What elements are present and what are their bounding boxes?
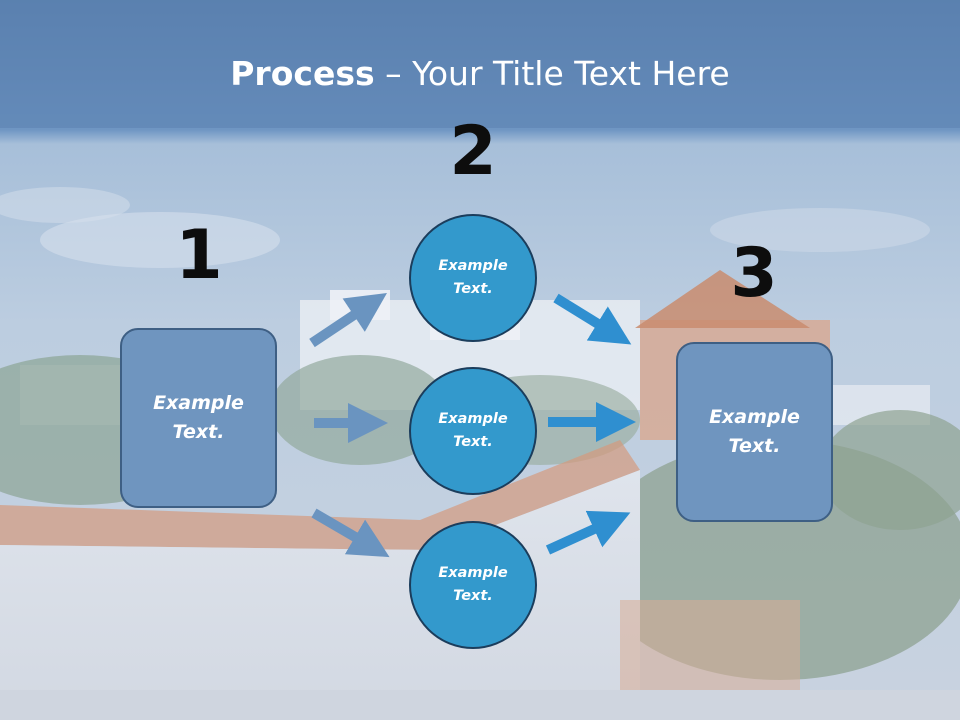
arrow-1-to-2a bbox=[309, 293, 387, 348]
step-number-2: 2 bbox=[449, 112, 497, 191]
step-2-circle-bottom: Example Text. bbox=[409, 521, 537, 649]
step-number-1: 1 bbox=[175, 216, 223, 295]
title-bold: Process bbox=[230, 54, 375, 93]
step-3-box: Example Text. bbox=[676, 342, 833, 522]
arrow-2a-to-3 bbox=[553, 293, 632, 345]
step-1-text: Example Text. bbox=[153, 392, 244, 443]
step-1-box: Example Text. bbox=[120, 328, 277, 508]
circle-middle-text: Example Text. bbox=[438, 411, 508, 450]
slide-title: Process – Your Title Text Here bbox=[0, 52, 960, 96]
step-number-3: 3 bbox=[730, 234, 778, 313]
title-rest: – Your Title Text Here bbox=[374, 54, 730, 93]
arrow-1-to-2c bbox=[311, 508, 390, 558]
step-2-circle-middle: Example Text. bbox=[409, 367, 537, 495]
circle-top-text: Example Text. bbox=[438, 258, 508, 297]
arrow-2c-to-3 bbox=[545, 510, 631, 555]
step-3-text: Example Text. bbox=[709, 406, 800, 457]
step-2-circle-top: Example Text. bbox=[409, 214, 537, 342]
circle-bottom-text: Example Text. bbox=[438, 565, 508, 604]
